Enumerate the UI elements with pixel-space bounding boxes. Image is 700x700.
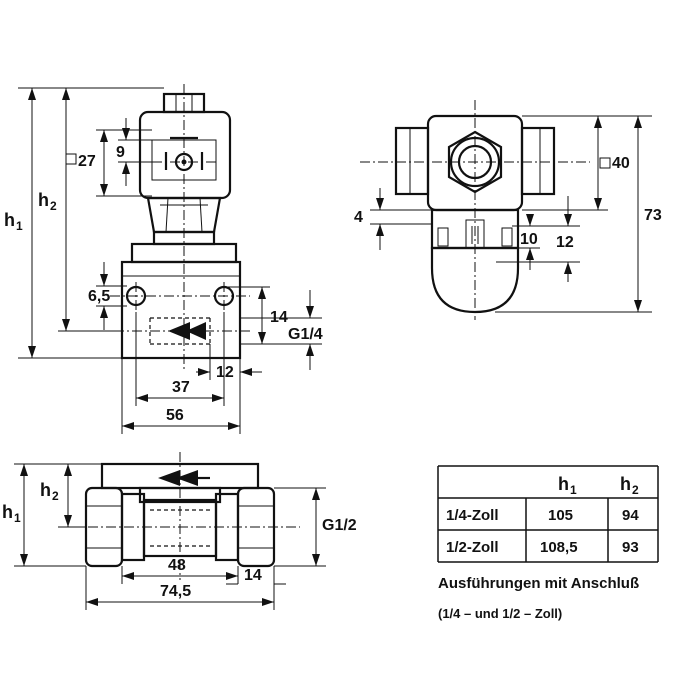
label-40: 40 <box>612 155 630 172</box>
label-h2: h <box>38 190 49 210</box>
label-14b: 14 <box>244 567 262 584</box>
caption-line-1: Ausführungen mit Anschluß <box>438 575 639 592</box>
label-g1-4: G1/4 <box>288 326 323 343</box>
table-cell: 105 <box>548 507 573 524</box>
label-6-5: 6,5 <box>88 288 110 305</box>
table-header-h1: h <box>558 474 569 494</box>
table-row-label: 1/2-Zoll <box>446 539 499 556</box>
label-14: 14 <box>270 309 288 326</box>
table-header-h2: h <box>620 474 631 494</box>
label-73: 73 <box>644 207 662 224</box>
dimension-labels: h 1 h 2 27 9 6,5 14 G1/4 37 12 56 40 73 … <box>2 144 662 600</box>
label-48: 48 <box>168 557 186 574</box>
dimension-table: h 1 h 2 1/4-Zoll 105 94 1/2-Zoll 108,5 9… <box>437 465 659 563</box>
front-view <box>18 84 322 434</box>
valve-body <box>120 260 242 360</box>
label-56: 56 <box>166 407 184 424</box>
label-27: 27 <box>78 153 96 170</box>
label-g1-2: G1/2 <box>322 517 357 534</box>
label-74-5: 74,5 <box>160 583 191 600</box>
label-37: 37 <box>172 379 190 396</box>
caption-line-2: (1/4 – und 1/2 – Zoll) <box>438 606 562 621</box>
side-port-left <box>394 126 430 196</box>
label-h1-sub: 1 <box>16 219 23 233</box>
label-12: 12 <box>216 364 234 381</box>
label-h2-sub: 2 <box>50 199 57 213</box>
side-view <box>360 100 652 320</box>
table-cell: 93 <box>622 539 639 556</box>
label-h1-bottom-sub: 1 <box>14 511 21 525</box>
table-header-h1-sub: 1 <box>570 483 577 497</box>
table-cell: 94 <box>622 507 639 524</box>
label-h1: h <box>4 210 15 230</box>
table-row-label: 1/4-Zoll <box>446 507 499 524</box>
table-header-h2-sub: 2 <box>632 483 639 497</box>
label-9: 9 <box>116 144 125 161</box>
label-4: 4 <box>354 209 363 226</box>
label-h1-bottom: h <box>2 502 13 522</box>
table-cell: 108,5 <box>540 539 578 556</box>
label-10: 10 <box>520 231 538 248</box>
label-h2-bottom: h <box>40 480 51 500</box>
label-h2-bottom-sub: 2 <box>52 489 59 503</box>
label-12b: 12 <box>556 234 574 251</box>
flow-arrow-icon-2 <box>158 470 180 486</box>
bottom-view <box>14 452 326 610</box>
side-port-right <box>520 126 556 196</box>
